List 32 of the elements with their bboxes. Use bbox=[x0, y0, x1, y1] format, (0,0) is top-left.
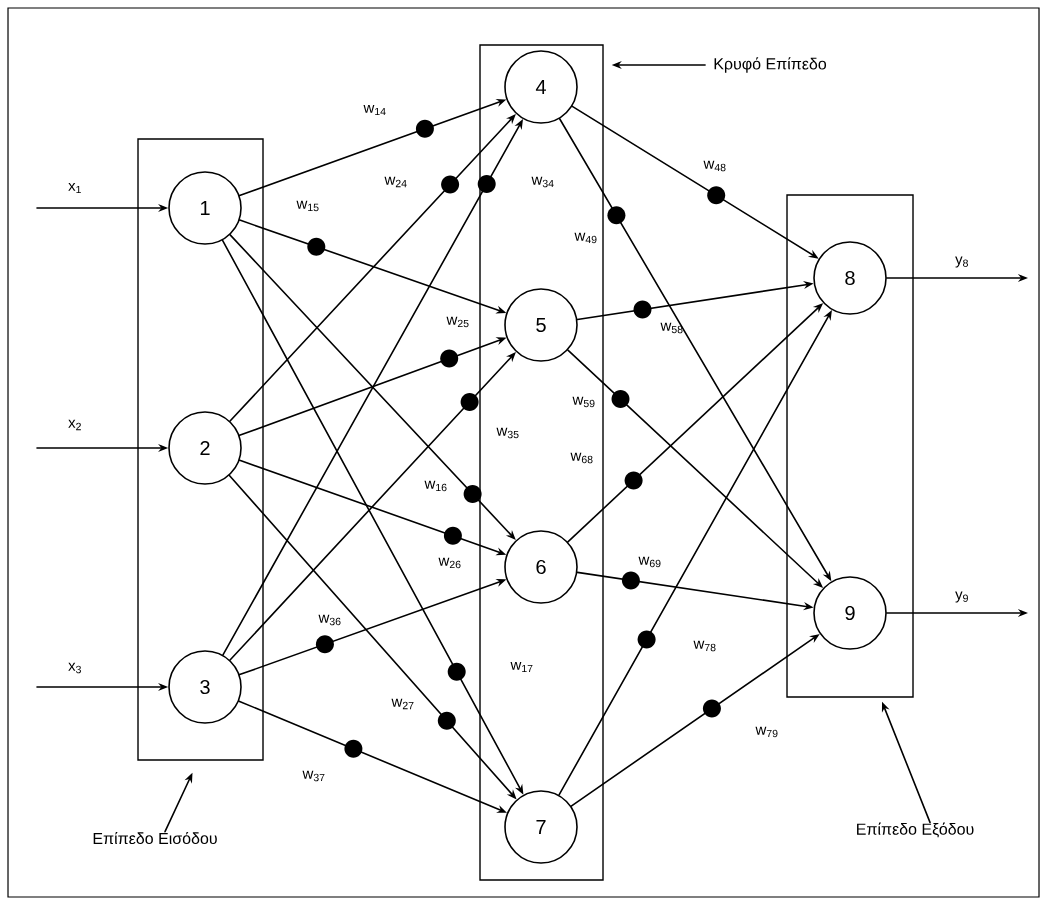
layer-label: Κρυφό Επίπεδο bbox=[714, 57, 827, 73]
edge-label: w$_{68}$ bbox=[570, 452, 593, 464]
edge-label: w$_{27}$ bbox=[391, 698, 414, 710]
edge-label: y$_{8}$ bbox=[955, 256, 968, 268]
edge-label: w$_{25}$ bbox=[446, 316, 469, 328]
layer-box bbox=[479, 44, 604, 881]
edge-label: w$_{36}$ bbox=[318, 614, 341, 626]
edge-label: w$_{16}$ bbox=[424, 480, 447, 492]
edge-label: w$_{48}$ bbox=[703, 160, 726, 172]
edge-label: w$_{26}$ bbox=[438, 557, 461, 569]
edge-label: w$_{17}$ bbox=[510, 661, 533, 673]
edge-label: w$_{24}$ bbox=[384, 176, 407, 188]
layer-box bbox=[786, 194, 914, 698]
edge-label: w$_{58}$ bbox=[660, 322, 683, 334]
edge-label: w$_{37}$ bbox=[302, 770, 325, 782]
layer-box bbox=[137, 138, 264, 761]
edge-label: w$_{59}$ bbox=[572, 396, 595, 408]
layer-label: Επίπεδο Εξόδου bbox=[857, 822, 974, 838]
edge-label: w$_{49}$ bbox=[574, 232, 597, 244]
edge-label: w$_{79}$ bbox=[755, 726, 778, 738]
edge-label: x$_{3}$ bbox=[68, 662, 81, 674]
layer-label: Επίπεδο Εισόδου bbox=[93, 831, 217, 845]
edge-label: y$_{9}$ bbox=[955, 591, 968, 603]
edge-label: w$_{69}$ bbox=[638, 556, 661, 568]
edge-label: x$_{1}$ bbox=[68, 182, 81, 194]
edge-label: w$_{35}$ bbox=[496, 427, 519, 439]
edge-label: w$_{15}$ bbox=[296, 200, 319, 212]
edge-label: w$_{34}$ bbox=[531, 176, 554, 188]
edge-label: w$_{14}$ bbox=[363, 104, 386, 116]
edge-label: w$_{78}$ bbox=[693, 640, 716, 652]
arrow bbox=[229, 352, 516, 661]
edge-label: x$_{2}$ bbox=[68, 419, 81, 431]
